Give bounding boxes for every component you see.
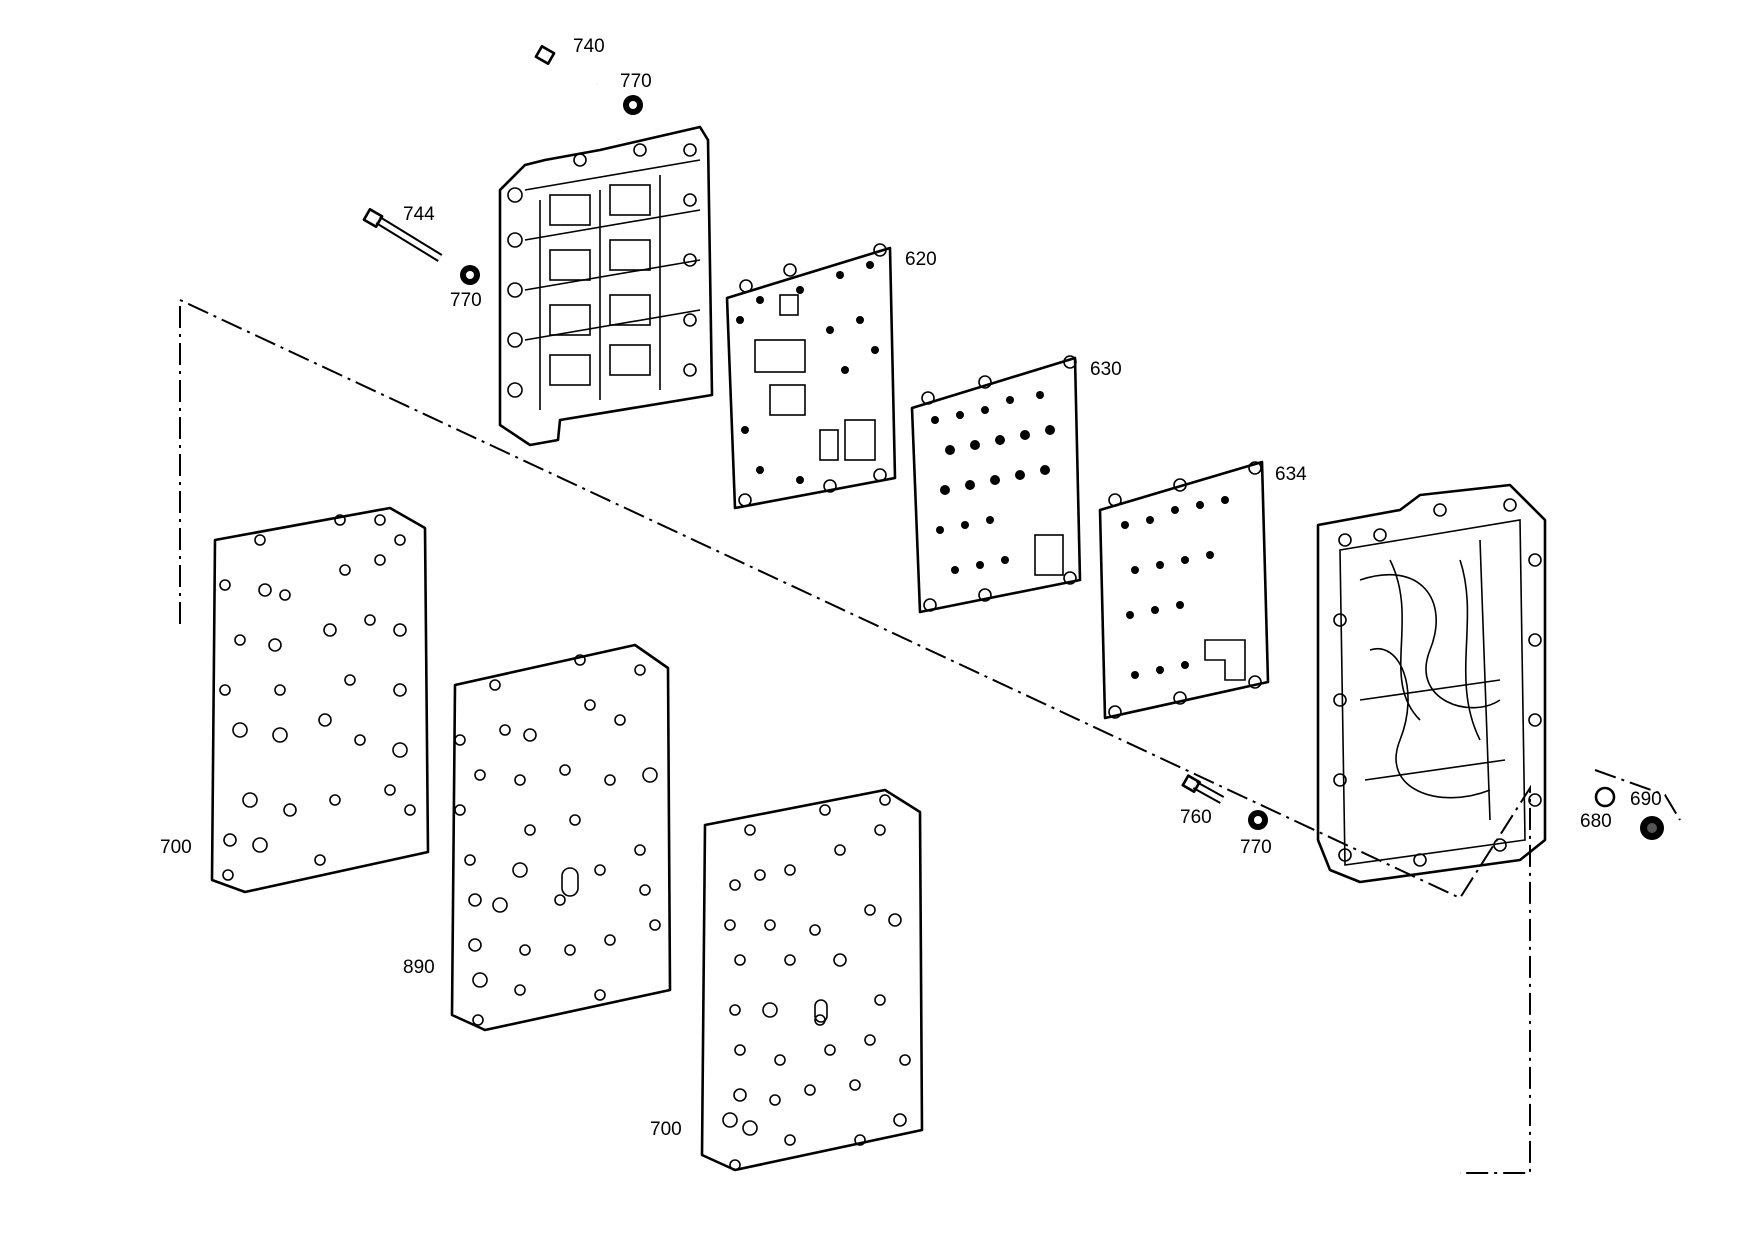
label-744[interactable]: 744 xyxy=(403,204,435,225)
washer-770-right[interactable] xyxy=(1248,810,1268,830)
plate-634[interactable] xyxy=(1098,460,1270,720)
label-770-right[interactable]: 770 xyxy=(1240,837,1272,858)
gasket-700-left[interactable] xyxy=(210,506,430,894)
label-690[interactable]: 690 xyxy=(1630,789,1662,810)
label-740[interactable]: 740 xyxy=(573,36,605,57)
assembly-line-inner xyxy=(1594,769,1681,821)
valve-body-upper[interactable] xyxy=(498,125,714,447)
washer-770-top[interactable] xyxy=(623,95,643,115)
label-680[interactable]: 680 xyxy=(1580,811,1612,832)
label-620[interactable]: 620 xyxy=(905,249,937,270)
label-770-top[interactable]: 770 xyxy=(620,71,652,92)
label-634[interactable]: 634 xyxy=(1275,464,1307,485)
gasket-700-bottom[interactable] xyxy=(700,788,924,1172)
bolt-760[interactable] xyxy=(1181,774,1225,804)
plate-630[interactable] xyxy=(910,355,1082,614)
assembly-line xyxy=(179,298,1531,1174)
gasket-890[interactable] xyxy=(450,643,672,1032)
label-760[interactable]: 760 xyxy=(1180,807,1212,828)
label-890[interactable]: 890 xyxy=(403,957,435,978)
bolt-740[interactable] xyxy=(534,45,599,87)
label-630[interactable]: 630 xyxy=(1090,359,1122,380)
o-ring-680[interactable] xyxy=(1594,786,1616,808)
plate-620[interactable] xyxy=(725,243,897,510)
transmission-housing[interactable] xyxy=(1316,483,1547,884)
plug-690[interactable] xyxy=(1640,816,1664,840)
washer-770-left[interactable] xyxy=(460,265,480,285)
label-770-left[interactable]: 770 xyxy=(450,290,482,311)
bolt-744[interactable] xyxy=(362,208,443,262)
label-700-left[interactable]: 700 xyxy=(160,837,192,858)
label-700-bottom[interactable]: 700 xyxy=(650,1119,682,1140)
